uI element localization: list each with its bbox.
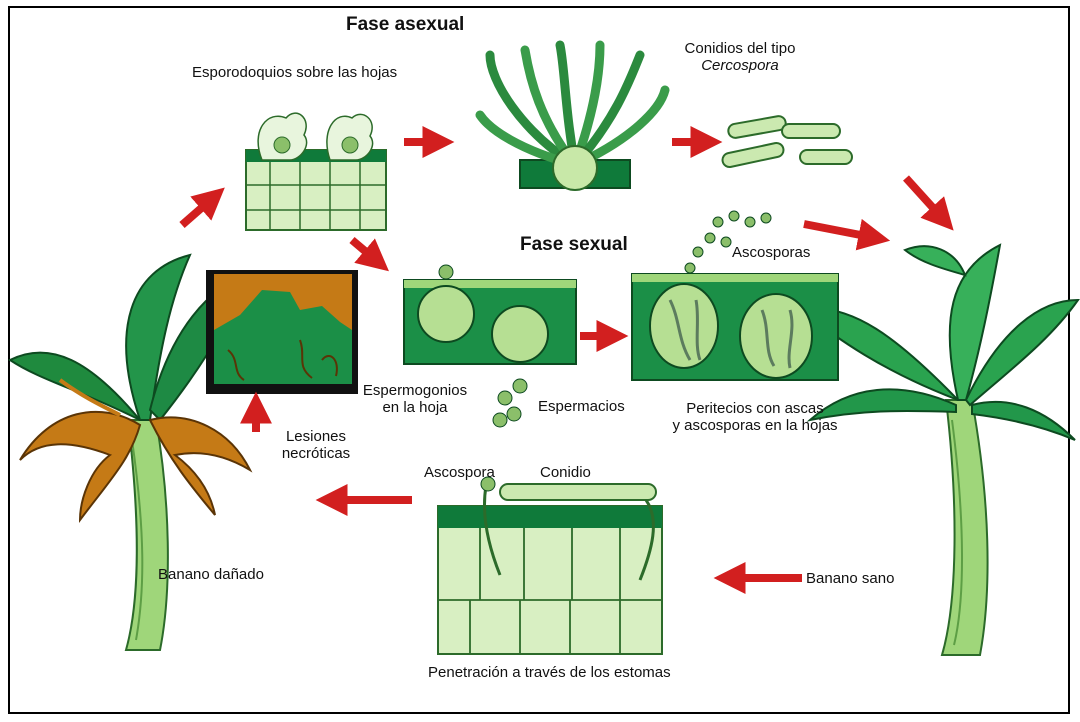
leaf-cross-section — [438, 477, 662, 654]
damaged-banana-label: Banano dañado — [158, 566, 264, 583]
perithecia-label: Peritecios con ascas y ascosporas en la … — [660, 400, 850, 435]
sporodochia-illustration — [246, 113, 386, 230]
perithecia-label-line2: y ascosporas en la hojas — [660, 417, 850, 434]
lesions-label: Lesiones necróticas — [268, 428, 364, 463]
conidiophore-illustration — [480, 45, 665, 190]
ascospores-label: Ascosporas — [732, 244, 810, 261]
spermogonia-label-line2: en la hoja — [360, 399, 470, 416]
arrow-ascospores-to-healthy — [804, 224, 876, 238]
sporodochia-label: Esporodoquios sobre las hojas — [192, 64, 397, 81]
arrow-conidia-to-healthy — [906, 178, 944, 220]
ascospore-label: Ascospora — [424, 464, 495, 481]
necrotic-lesion-panel — [206, 270, 358, 394]
conidium-label: Conidio — [540, 464, 591, 481]
arrow-to-spermogonia — [352, 240, 378, 262]
healthy-banana-label: Banano sano — [806, 570, 894, 587]
arrow-to-sporodochia — [182, 197, 214, 225]
conidia-illustration — [721, 115, 852, 168]
conidia-label: Conidios del tipo Cercospora — [660, 40, 820, 75]
conidia-label-line2: Cercospora — [660, 57, 820, 74]
spermatia-label: Espermacios — [538, 398, 625, 415]
spermogonia-label-line1: Espermogonios — [360, 382, 470, 399]
cercospora-italic: Cercospora — [701, 57, 779, 74]
healthy-banana-plant — [800, 245, 1078, 655]
lesions-label-line2: necróticas — [268, 445, 364, 462]
conidia-label-line1: Conidios del tipo — [660, 40, 820, 57]
sexual-phase-title: Fase sexual — [520, 234, 628, 256]
asexual-phase-title: Fase asexual — [346, 14, 464, 36]
lesions-label-line1: Lesiones — [268, 428, 364, 445]
ascospore-cloud — [685, 211, 771, 273]
penetration-label: Penetración a través de los estomas — [428, 664, 671, 681]
spermogonia-label: Espermogonios en la hoja — [360, 382, 470, 417]
perithecia-panel — [632, 274, 838, 380]
perithecia-label-line1: Peritecios con ascas — [660, 400, 850, 417]
